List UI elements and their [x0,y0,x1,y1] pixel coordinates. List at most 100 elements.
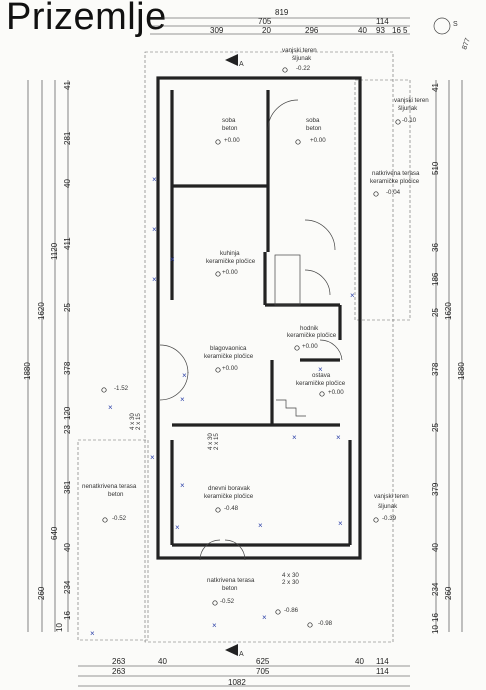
room-level: +0.00 [222,269,238,276]
room-name: kuhinja [220,250,240,257]
exterior-name: vanjski teren [394,97,429,104]
dim-left: 23 [63,425,72,434]
dim-left: 41 [63,81,72,90]
level-markers: ××××××××××××××××××× [90,67,401,638]
dim-left: 381 [63,480,72,494]
dim-left: 378 [63,361,72,375]
dim-left: 40 [63,179,72,188]
dim-right: 16 [431,613,440,622]
level-label: -0.86 [284,607,299,614]
room-level: -0.48 [224,505,239,512]
drain-icon: × [292,433,297,442]
north-label: S [453,21,458,28]
level-marker [295,139,301,145]
room-name: natkrivena terasa [372,170,420,177]
exterior-floor: šljunak [398,105,418,112]
drain-icon: × [180,481,185,490]
drain-icon: × [336,433,341,442]
opening-tag: 4 x 30 [282,572,299,579]
dim-top-seg: 5 [403,26,408,35]
dim-bottom: 625 [256,657,270,666]
stairs [274,254,306,417]
dim-right: 25 [431,423,440,432]
room-name: dnevni boravak [208,485,251,492]
dim-left: 1880 [23,362,32,380]
dim-right: 41 [431,83,440,92]
dim-top-seg: 309 [210,26,224,35]
opening-tag: 2 x 15 [135,413,142,430]
room-floor: beton [108,491,124,498]
level-marker [373,191,379,197]
drain-icon: × [180,395,185,404]
dim-bottom: 114 [376,667,389,676]
dim-left: 260 [37,586,46,600]
room-level: -0.52 [220,598,235,605]
drain-icon: × [175,523,180,532]
exterior-level: -0.10 [402,117,417,124]
dim-left: 640 [50,526,59,540]
exterior-floor: šljunak [292,55,312,62]
drain-icon: × [318,365,323,374]
dim-bottom: 40 [355,657,364,666]
level-marker [212,600,218,606]
dim-left: 281 [63,131,72,145]
room-floor: keramičke pločice [370,178,420,185]
level-marker [215,271,221,277]
level-marker [395,119,401,125]
opening-labels: 4 x 30 2 x 15 4 x 30 2 x 15 4 x 30 2 x 3… [129,413,299,586]
level-marker [102,517,108,523]
exterior-labels: vanjski teren šljunak -0.22 vanjski tere… [282,47,429,522]
room-name: soba [222,117,236,124]
level-marker [373,517,379,523]
drain-icon: × [350,291,355,300]
room-level: -0.52 [112,515,127,522]
dim-bottom: 705 [256,667,270,676]
dim-top-seg: 296 [305,26,319,35]
room-name: hodnik [300,325,319,332]
room-floor: beton [222,125,238,132]
right-dimensions: 1880 1620 260 41 510 36 186 25 378 25 37… [431,80,466,634]
handwritten-note: 877 [461,37,472,50]
room-floor: beton [222,585,238,592]
dim-left: 1120 [50,242,59,260]
exterior-level: -0.22 [296,65,311,72]
drain-icon: × [152,175,157,184]
room-name: natkrivena terasa [207,577,255,584]
dim-bottom: 40 [158,657,167,666]
dim-left: 1620 [37,302,46,320]
room-level: +0.00 [328,389,344,396]
dim-right: 40 [431,543,440,552]
room-level: -0.04 [386,189,401,196]
room-name: nenatkrivena terasa [82,483,137,490]
dim-bottom-total: 1082 [228,678,246,687]
level-marker [215,139,221,145]
dim-left: 234 [63,580,72,594]
dim-right: 186 [431,272,440,286]
drain-icon: × [150,453,155,462]
section-label-bottom: A [239,651,244,658]
dim-right: 379 [431,482,440,496]
dim-top-overall: 819 [275,8,289,17]
room-name: ostava [312,372,331,379]
north-marker: S 877 [433,17,472,51]
drain-icon: × [170,255,175,264]
exterior-level: -0.39 [382,515,397,522]
drain-icon: × [262,613,267,622]
page-title: Prizemlje [6,0,167,38]
dim-right: 234 [431,582,440,596]
dim-top-seg: 16 [392,26,401,35]
drain-icon: × [152,225,157,234]
dim-top-seg: 40 [358,26,367,35]
dim-right: 10 [431,625,440,634]
level-marker [294,345,300,351]
dim-right: 25 [431,308,440,317]
house-walls [156,76,362,560]
left-dimensions: 1880 1620 260 1120 640 41 281 40 411 25 … [23,80,72,632]
dim-right: 1620 [444,302,453,320]
exterior-name: vanjski teren [282,47,317,54]
dim-left: 40 [63,543,72,552]
dim-bottom: 263 [112,667,126,676]
dim-left: 25 [63,303,72,312]
room-floor: keramičke pločice [204,493,254,500]
